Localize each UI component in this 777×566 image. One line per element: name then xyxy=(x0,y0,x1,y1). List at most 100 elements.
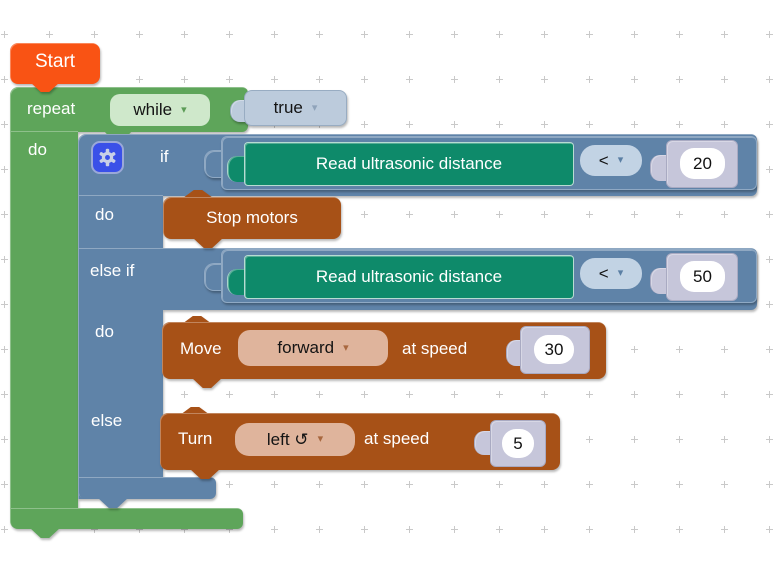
grid-cross-icon xyxy=(1,391,8,398)
grid-cross-icon xyxy=(1,346,8,353)
grid-cross-icon xyxy=(766,436,773,443)
grid-cross-icon xyxy=(721,31,728,38)
read-ultrasonic-block-1[interactable]: Read ultrasonic distance xyxy=(244,142,574,186)
grid-cross-icon xyxy=(271,391,278,398)
grid-cross-icon xyxy=(496,76,503,83)
grid-cross-icon xyxy=(1,301,8,308)
grid-cross-icon xyxy=(721,526,728,533)
grid-cross-icon xyxy=(361,481,368,488)
stop-motors-top-notch xyxy=(183,190,213,198)
grid-cross-icon xyxy=(406,211,413,218)
grid-cross-icon xyxy=(361,121,368,128)
turn-direction-value: left ↺ xyxy=(266,429,309,449)
turn-block-top-notch xyxy=(180,407,210,415)
turn-at-speed-label: at speed xyxy=(364,429,430,448)
gear-icon xyxy=(99,148,116,167)
grid-cross-icon xyxy=(676,526,683,533)
grid-cross-icon xyxy=(676,121,683,128)
grid-cross-icon xyxy=(451,481,458,488)
number2-field[interactable]: 50 xyxy=(680,261,725,292)
grid-cross-icon xyxy=(1,121,8,128)
number4-left-tab xyxy=(474,431,490,455)
repeat-block-left-spine[interactable] xyxy=(10,131,78,509)
repeat-mode-dropdown[interactable]: while ▾ xyxy=(110,94,210,126)
grid-cross-icon xyxy=(316,76,323,83)
compare2-operator: < xyxy=(598,263,609,283)
start-block[interactable] xyxy=(10,43,100,84)
grid-cross-icon xyxy=(316,526,323,533)
grid-cross-icon xyxy=(586,391,593,398)
grid-cross-icon xyxy=(496,481,503,488)
grid-cross-icon xyxy=(676,211,683,218)
grid-cross-icon xyxy=(541,481,548,488)
mutator-gear-button[interactable] xyxy=(91,141,124,174)
grid-cross-icon xyxy=(541,121,548,128)
true-dropdown[interactable]: true ▾ xyxy=(244,90,347,126)
if-block-bottom-bar[interactable] xyxy=(78,477,216,499)
grid-cross-icon xyxy=(361,391,368,398)
grid-cross-icon xyxy=(226,481,233,488)
grid-cross-icon xyxy=(91,31,98,38)
turn-direction-dropdown[interactable]: left ↺ ▾ xyxy=(235,423,355,456)
compare2-operator-dropdown[interactable]: < ▾ xyxy=(580,258,642,289)
grid-cross-icon xyxy=(361,76,368,83)
grid-cross-icon xyxy=(541,526,548,533)
grid-cross-icon xyxy=(766,301,773,308)
move-direction-dropdown[interactable]: forward ▾ xyxy=(238,330,388,366)
stop-motors-label: Stop motors xyxy=(206,208,298,227)
grid-cross-icon xyxy=(451,121,458,128)
grid-cross-icon xyxy=(496,391,503,398)
start-block-bottom-notch xyxy=(30,82,60,92)
if-label: if xyxy=(160,147,169,166)
grid-cross-icon xyxy=(586,436,593,443)
grid-cross-icon xyxy=(451,211,458,218)
stop-motors-block[interactable]: Stop motors xyxy=(163,197,341,239)
number3-field[interactable]: 30 xyxy=(534,335,574,364)
true-block-left-tab xyxy=(230,100,248,122)
number2-left-tab xyxy=(650,268,668,294)
grid-cross-icon xyxy=(406,121,413,128)
grid-cross-icon xyxy=(766,256,773,263)
grid-cross-icon xyxy=(676,481,683,488)
grid-cross-icon xyxy=(586,31,593,38)
grid-cross-icon xyxy=(766,346,773,353)
grid-cross-icon xyxy=(496,31,503,38)
number4-field[interactable]: 5 xyxy=(502,429,534,458)
grid-cross-icon xyxy=(1,256,8,263)
repeat-block-bottom-bar[interactable] xyxy=(10,508,243,529)
number1-field[interactable]: 20 xyxy=(680,148,725,179)
grid-cross-icon xyxy=(766,526,773,533)
grid-cross-icon xyxy=(766,391,773,398)
chevron-down-icon: ▾ xyxy=(343,341,349,354)
grid-cross-icon xyxy=(316,31,323,38)
turn-block-bottom-notch xyxy=(190,469,220,479)
grid-cross-icon xyxy=(1,31,8,38)
grid-cross-icon xyxy=(316,391,323,398)
compare1-operator-dropdown[interactable]: < ▾ xyxy=(580,145,642,176)
grid-cross-icon xyxy=(361,31,368,38)
if-block-left-spine[interactable] xyxy=(78,195,163,499)
read-ultrasonic-label: Read ultrasonic distance xyxy=(315,154,503,173)
grid-cross-icon xyxy=(361,526,368,533)
grid-cross-icon xyxy=(226,391,233,398)
grid-cross-icon xyxy=(361,211,368,218)
read-ultrasonic-block-2[interactable]: Read ultrasonic distance xyxy=(244,255,574,299)
grid-cross-icon xyxy=(406,526,413,533)
grid-cross-icon xyxy=(766,481,773,488)
grid-cross-icon xyxy=(631,481,638,488)
sensor2-left-tab xyxy=(227,269,246,295)
chevron-down-icon: ▾ xyxy=(617,154,624,166)
grid-cross-icon xyxy=(721,391,728,398)
grid-cross-icon xyxy=(631,526,638,533)
number3-left-tab xyxy=(506,340,524,366)
move-label: Move xyxy=(180,339,222,358)
read-ultrasonic-label: Read ultrasonic distance xyxy=(315,267,503,286)
grid-cross-icon xyxy=(766,211,773,218)
grid-cross-icon xyxy=(1,436,8,443)
grid-cross-icon xyxy=(1,76,8,83)
grid-cross-icon xyxy=(406,76,413,83)
chevron-down-icon: ▾ xyxy=(617,267,624,279)
compare1-operator: < xyxy=(598,150,609,170)
grid-cross-icon xyxy=(721,121,728,128)
